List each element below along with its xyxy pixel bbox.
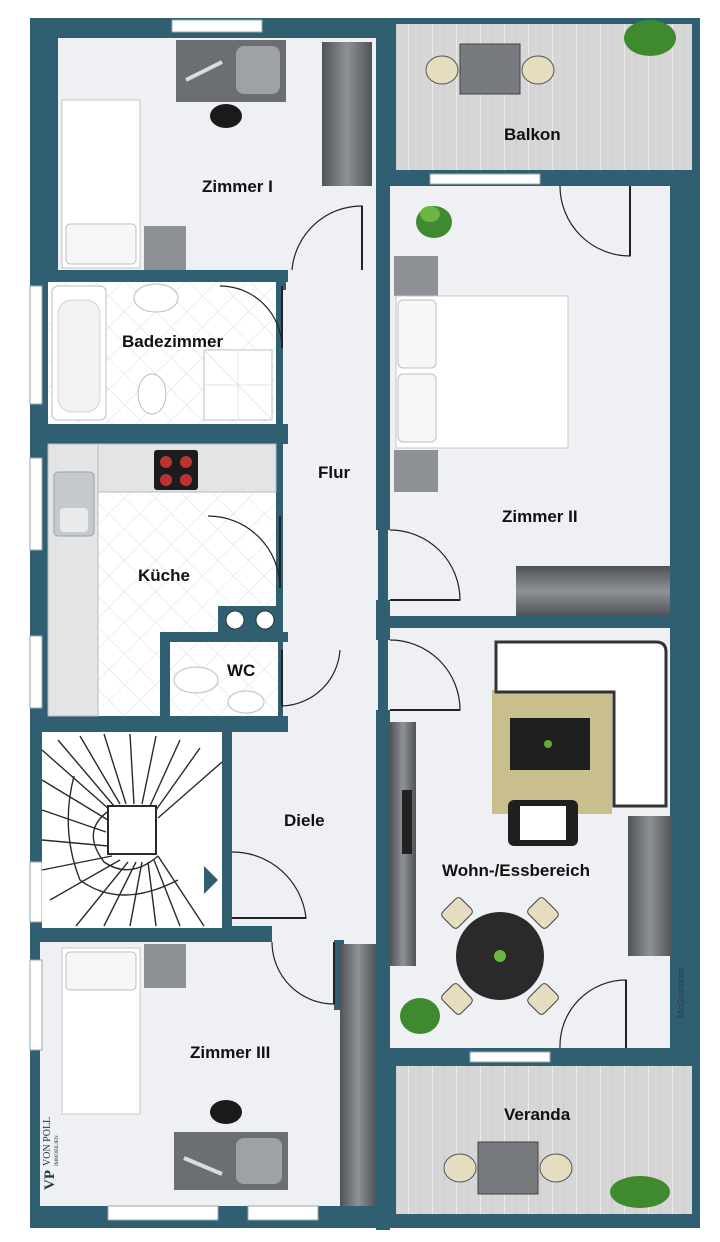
label-kueche: Küche bbox=[138, 566, 190, 585]
burner bbox=[180, 474, 192, 486]
chair bbox=[443, 1153, 477, 1183]
pillow bbox=[65, 223, 137, 265]
table bbox=[459, 43, 521, 95]
logo: VP VON POLL IMMOBILIEN bbox=[42, 1117, 60, 1190]
pillow bbox=[65, 951, 137, 991]
zimmer1-furniture bbox=[61, 40, 372, 270]
label-zimmer-1: Zimmer I bbox=[202, 177, 273, 196]
living-furniture bbox=[390, 640, 672, 1034]
plant-icon bbox=[494, 950, 506, 962]
burner bbox=[180, 456, 192, 468]
wc-toilet bbox=[173, 666, 219, 694]
nightstand bbox=[144, 944, 186, 988]
wc-basin bbox=[227, 690, 265, 714]
plant-icon bbox=[400, 998, 440, 1034]
staircase bbox=[41, 732, 223, 928]
wardrobe bbox=[340, 944, 376, 1206]
stair-arrow-icon bbox=[204, 866, 218, 894]
plant-icon bbox=[544, 740, 552, 748]
dining-chair bbox=[527, 897, 559, 929]
desk-lamp bbox=[183, 1156, 223, 1176]
logo-initials: VP bbox=[42, 1170, 58, 1190]
dining-chair bbox=[527, 983, 559, 1015]
label-veranda: Veranda bbox=[504, 1105, 571, 1124]
label-wohn-essbereich: Wohn-/Essbereich bbox=[442, 861, 590, 880]
stair-landing bbox=[107, 805, 157, 855]
interior-walls bbox=[40, 20, 700, 1230]
pillow bbox=[397, 373, 437, 443]
label-balkon: Balkon bbox=[504, 125, 561, 144]
shower-lines bbox=[203, 349, 273, 421]
desk-lamp bbox=[185, 60, 223, 82]
balkon-furniture bbox=[425, 20, 676, 95]
toilet bbox=[137, 373, 167, 415]
washer-icon bbox=[255, 610, 275, 630]
cooktop bbox=[154, 450, 198, 490]
plant-icon bbox=[610, 1176, 670, 1208]
zimmer3-furniture bbox=[61, 944, 376, 1206]
washbasin bbox=[133, 283, 179, 313]
wc-fixtures bbox=[173, 666, 265, 714]
dining-chair bbox=[441, 983, 473, 1015]
bathtub-inner bbox=[57, 299, 101, 413]
door-leaves bbox=[232, 186, 631, 1048]
office-chair bbox=[210, 1100, 242, 1124]
table bbox=[477, 1141, 539, 1195]
logo-brand: VON POLL bbox=[42, 1117, 53, 1166]
chair bbox=[521, 55, 555, 85]
wardrobe bbox=[322, 42, 372, 186]
office-chair bbox=[210, 104, 242, 128]
pillow bbox=[397, 299, 437, 369]
chair bbox=[425, 55, 459, 85]
kitchen-fixtures bbox=[47, 443, 278, 717]
dryer-icon bbox=[225, 610, 245, 630]
windows bbox=[29, 19, 551, 1221]
label-flur: Flur bbox=[318, 463, 350, 482]
tv-icon bbox=[402, 790, 412, 854]
nightstand bbox=[144, 226, 186, 270]
chair bbox=[539, 1153, 573, 1183]
veranda-furniture bbox=[443, 1141, 670, 1208]
label-diele: Diele bbox=[284, 811, 325, 830]
nightstand bbox=[394, 450, 438, 492]
label-badezimmer: Badezimmer bbox=[122, 332, 223, 351]
burner bbox=[160, 456, 172, 468]
bathroom-fixtures bbox=[51, 283, 273, 421]
credit-text: McGrundriss bbox=[676, 966, 686, 1018]
sink-bowl bbox=[60, 508, 88, 532]
armchair-cushion bbox=[520, 806, 566, 840]
zimmer2-furniture bbox=[394, 206, 670, 616]
dining-chair bbox=[441, 897, 473, 929]
label-zimmer-3: Zimmer III bbox=[190, 1043, 270, 1062]
plant-leaves bbox=[420, 206, 440, 222]
label-zimmer-2: Zimmer II bbox=[502, 507, 578, 526]
cabinet bbox=[628, 816, 672, 956]
burner bbox=[160, 474, 172, 486]
desk-basin bbox=[236, 46, 280, 94]
label-wc: WC bbox=[227, 661, 255, 680]
logo-sub: IMMOBILIEN bbox=[55, 1135, 60, 1166]
corner-sofa bbox=[494, 640, 668, 808]
wardrobe bbox=[516, 566, 670, 616]
desk-basin bbox=[236, 1138, 282, 1184]
plant-icon bbox=[624, 20, 676, 56]
nightstand bbox=[394, 256, 438, 296]
